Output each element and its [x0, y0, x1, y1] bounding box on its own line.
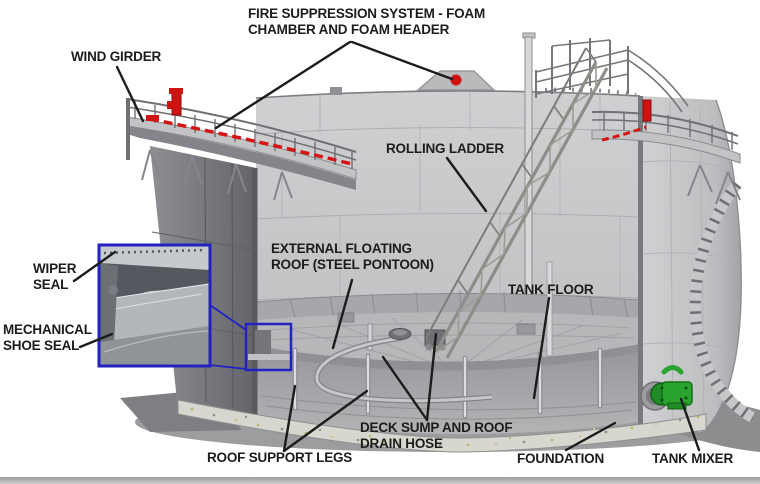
- label-line: DECK SUMP AND ROOF: [360, 420, 513, 435]
- foam-header-pipe-left: [146, 88, 353, 166]
- label-line: SEAL: [33, 276, 69, 292]
- foundation-speckles: [190, 407, 700, 447]
- label-line: FIRE SUPPRESSION SYSTEM - FOAM: [248, 6, 486, 21]
- label-line: SHOE SEAL: [3, 337, 80, 353]
- label-line: ROOF SUPPORT LEGS: [207, 450, 353, 465]
- seal-source-box: [244, 322, 293, 372]
- foundation-ring: [177, 399, 707, 453]
- label-line: ROLLING LADDER: [386, 141, 504, 156]
- label-line: CHAMBER AND FOAM HEADER: [248, 21, 450, 37]
- label-rolling-ladder: ROLLING LADDER: [386, 141, 504, 157]
- label-wind-girder: WIND GIRDER: [71, 49, 161, 65]
- tank-right-wall: [638, 96, 742, 433]
- label-line: EXTERNAL FLOATING: [271, 241, 412, 256]
- ladder-top-platform: [535, 38, 689, 113]
- leader-lines: [72, 40, 701, 453]
- wind-girder-walkway-left: [126, 98, 357, 201]
- label-line: TANK MIXER: [652, 451, 733, 466]
- drain-hose: [314, 335, 493, 404]
- label-foundation: FOUNDATION: [517, 451, 604, 467]
- label-tank-floor: TANK FLOOR: [508, 282, 594, 298]
- label-line: ROOF (STEEL PONTOON): [271, 256, 434, 272]
- label-line: DRAIN HOSE: [360, 435, 443, 451]
- label-line: TANK FLOOR: [508, 282, 594, 297]
- roof-support-legs-graphic: [292, 347, 603, 419]
- wind-girder-walkway-right: [591, 99, 741, 205]
- label-deck-sump: DECK SUMP AND ROOF DRAIN HOSE: [360, 420, 513, 451]
- label-mechanical-shoe-seal: MECHANICAL SHOE SEAL: [3, 322, 92, 353]
- rolling-ladder-graphic: [425, 47, 609, 359]
- label-wiper-seal: WIPER SEAL: [33, 261, 76, 292]
- spiral-staircase: [689, 180, 756, 423]
- label-tank-mixer: TANK MIXER: [652, 451, 733, 467]
- label-roof-support-legs: ROOF SUPPORT LEGS: [207, 450, 352, 466]
- tank-interior-floor: [256, 352, 640, 435]
- label-line: WIPER: [33, 261, 77, 276]
- bottom-border-strip: [0, 477, 760, 484]
- label-fire-suppression-system: FIRE SUPPRESSION SYSTEM - FOAM CHAMBER A…: [248, 6, 485, 37]
- seal-detail-inset: [97, 243, 212, 368]
- label-line: FOUNDATION: [517, 451, 604, 466]
- label-line: MECHANICAL: [3, 322, 92, 337]
- tank-mixer-graphic: [640, 365, 693, 411]
- inset-connector-lines: [209, 304, 247, 370]
- label-external-floating-roof: EXTERNAL FLOATING ROOF (STEEL PONTOON): [271, 241, 434, 272]
- label-line: WIND GIRDER: [71, 49, 162, 64]
- foam-chamber: [416, 70, 496, 91]
